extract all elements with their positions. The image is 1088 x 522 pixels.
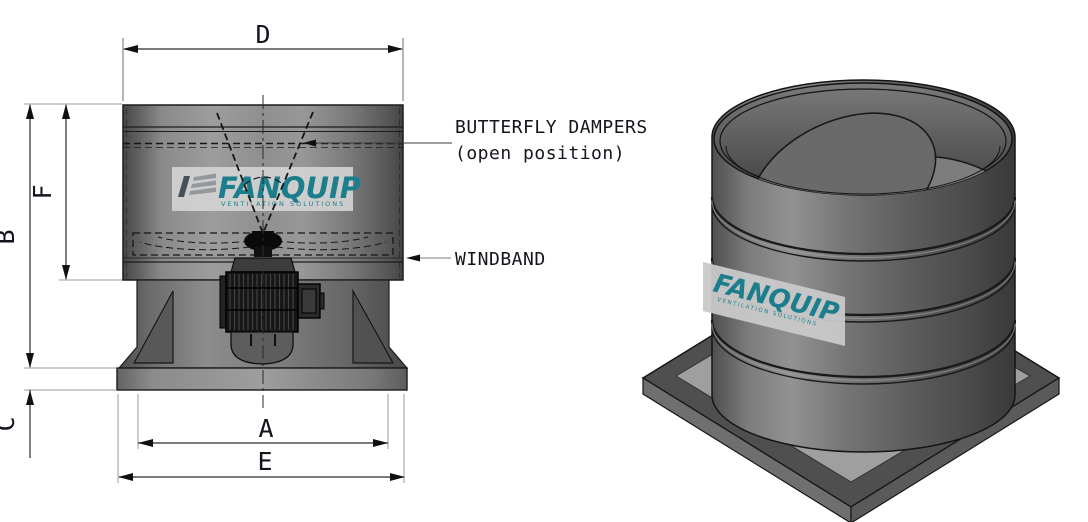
iso-view: FANQUIP VENTILATION SOLUTIONS — [641, 79, 1061, 522]
windband-callout: WINDBAND — [406, 249, 546, 270]
dim-label-c: C — [0, 416, 20, 431]
dimension-c: C — [0, 390, 34, 458]
iso-damper-leaf-left — [749, 112, 937, 195]
extension-lines — [24, 38, 405, 483]
dim-label-b: B — [0, 229, 20, 244]
front-view: FANQUIP VENTILATION SOLUTIONS — [0, 20, 648, 483]
dimension-b: B — [0, 104, 34, 368]
butterfly-damper-lines — [216, 111, 314, 232]
fanquip-mark-icon — [178, 173, 216, 197]
dim-label-a: A — [258, 414, 273, 443]
front-logo: FANQUIP VENTILATION SOLUTIONS — [172, 167, 361, 211]
motor-assembly — [219, 247, 325, 365]
motor-fins — [229, 274, 294, 330]
dimension-d: D — [123, 20, 403, 53]
butterfly-callout: BUTTERFLY DAMPERS (open position) — [303, 117, 648, 164]
base-plate — [116, 367, 408, 391]
dim-label-d: D — [255, 20, 270, 49]
butterfly-callout-line1: BUTTERFLY DAMPERS — [455, 117, 648, 138]
dimension-a: A — [138, 414, 388, 447]
dimension-e: E — [118, 447, 405, 481]
windband-callout-label: WINDBAND — [455, 249, 546, 270]
dim-label-e: E — [257, 447, 272, 476]
iso-logo-panel — [703, 262, 845, 346]
gusset-right — [352, 288, 395, 364]
gusset-left — [132, 290, 174, 364]
dim-label-f: F — [28, 184, 57, 199]
butterfly-callout-line2: (open position) — [455, 143, 625, 164]
front-logo-tagline: VENTILATION SOLUTIONS — [221, 200, 345, 208]
motor-cowl — [230, 331, 294, 365]
dimension-f: F — [28, 104, 70, 280]
